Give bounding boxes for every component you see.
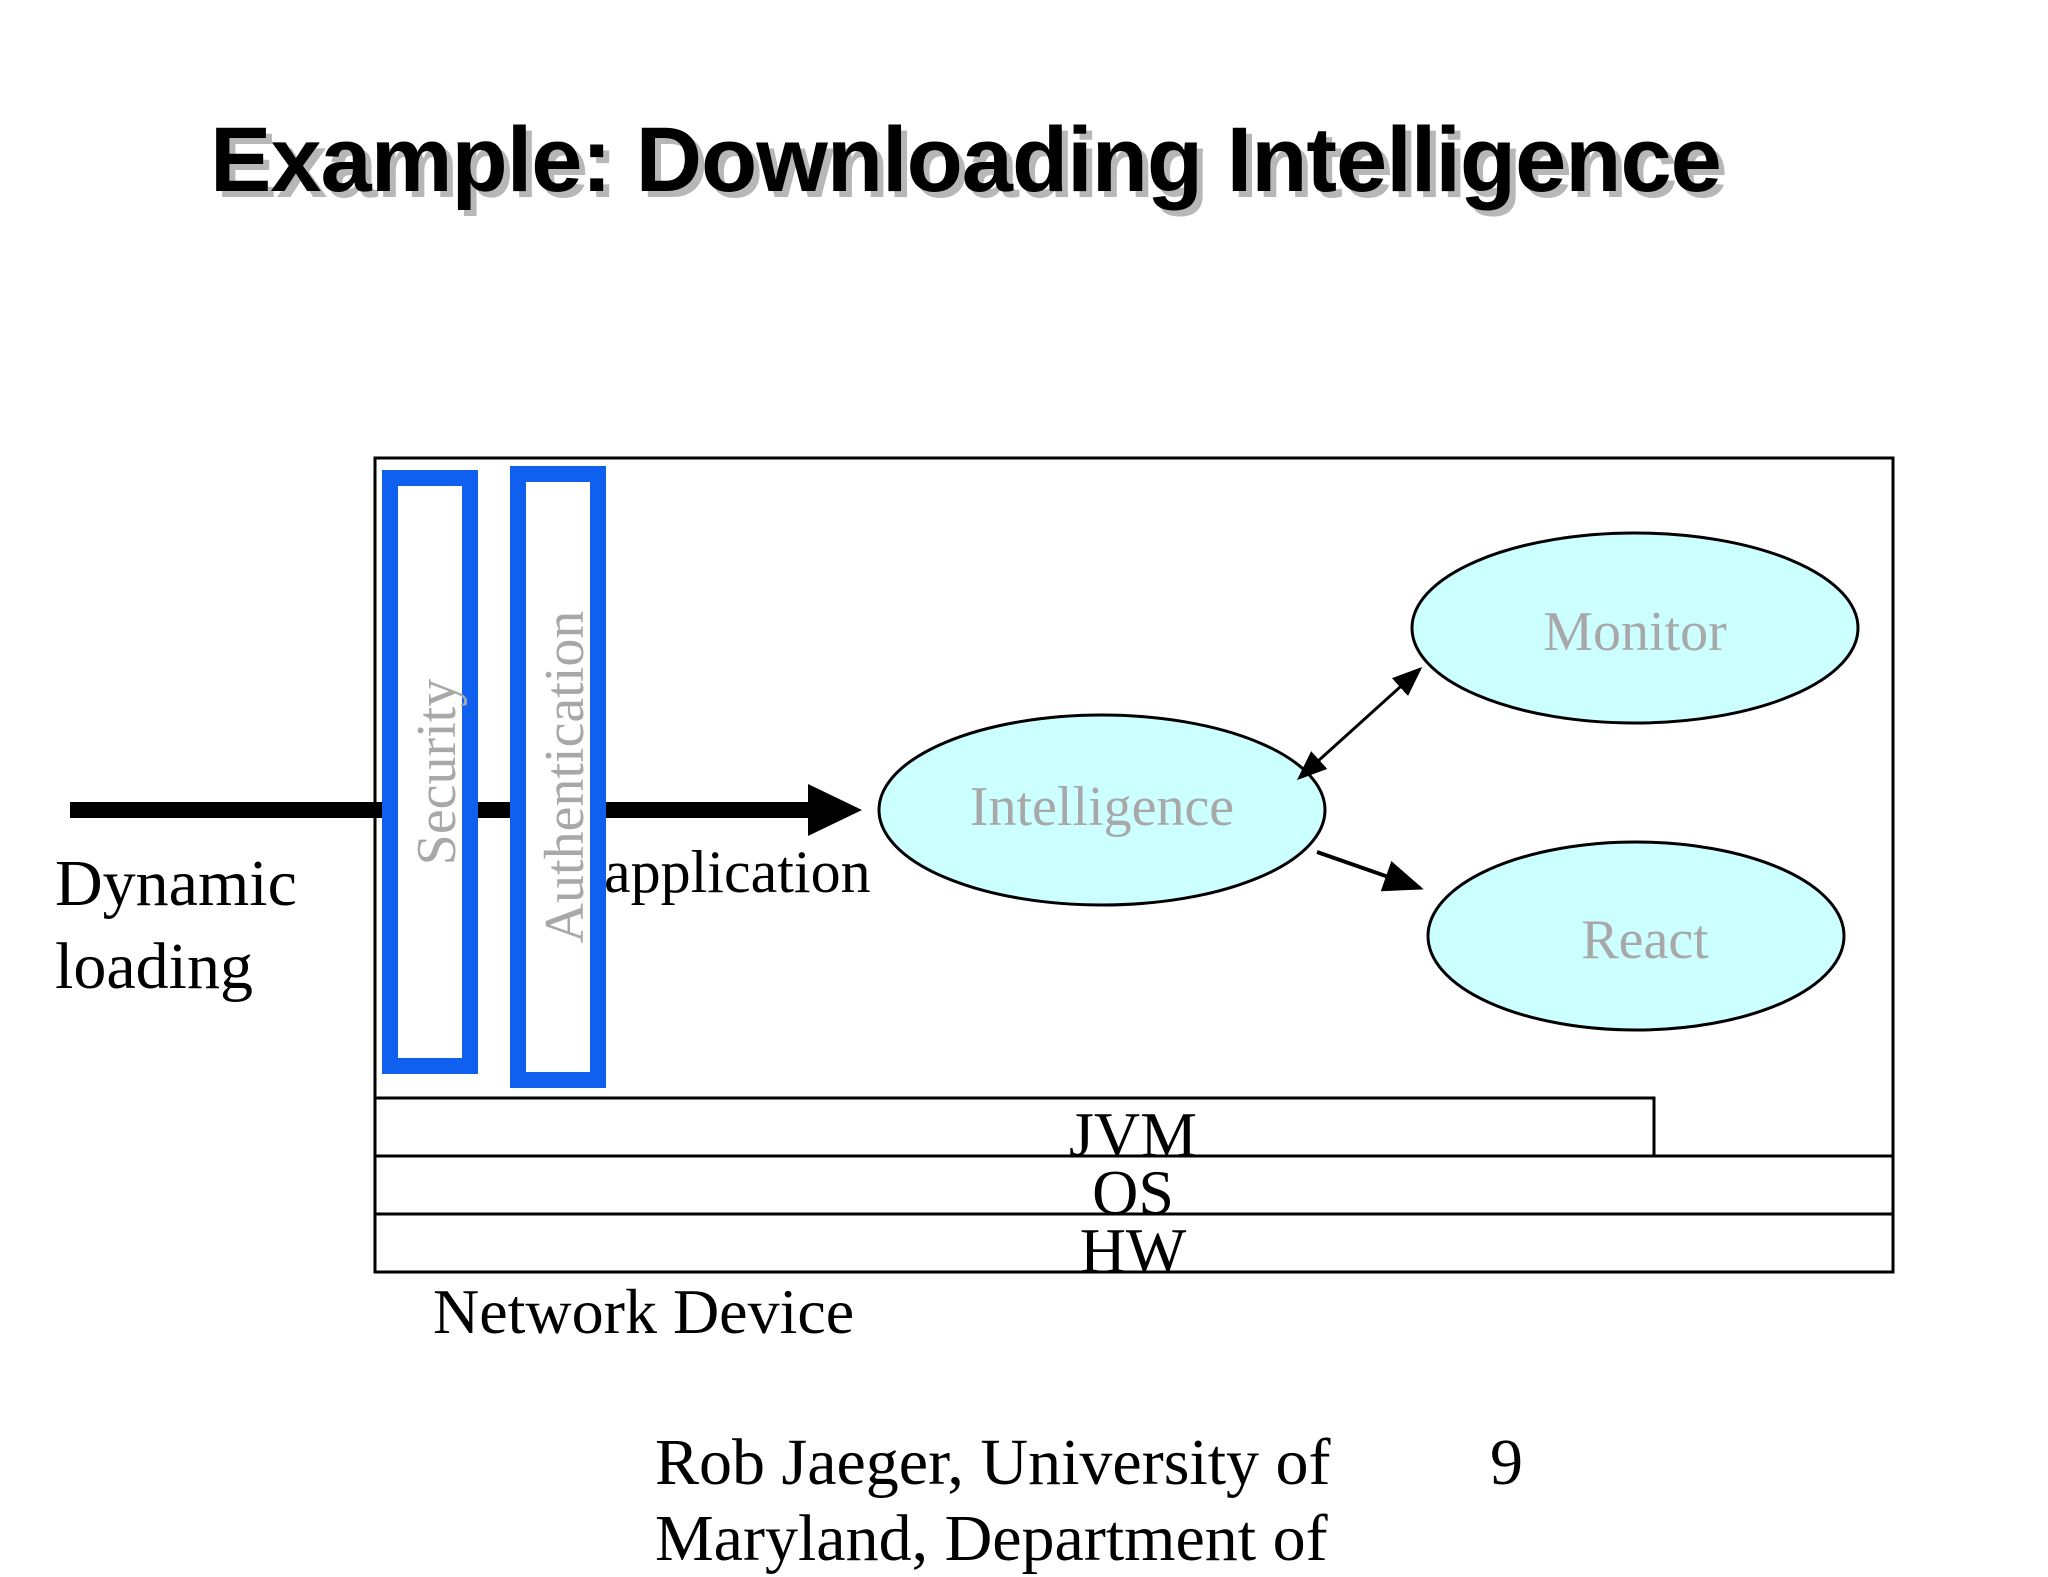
hw-label: HW bbox=[1080, 1215, 1187, 1286]
os-layer bbox=[373, 1154, 1895, 1216]
network-device-label: Network Device bbox=[433, 1276, 854, 1347]
intelligence-react-arrow bbox=[1316, 850, 1424, 892]
page-number: 9 bbox=[1490, 1426, 1523, 1499]
footer-author: Rob Jaeger, University of Maryland, Depa… bbox=[655, 1426, 1331, 1575]
security-filter bbox=[382, 470, 478, 1074]
react-node bbox=[1426, 840, 1846, 1032]
monitor-node bbox=[1410, 531, 1860, 725]
dynamic-loading-label-line1: Dynamic bbox=[55, 847, 297, 920]
authentication-label: Authentication bbox=[534, 611, 596, 944]
security-label: Security bbox=[406, 679, 468, 866]
jvm-label: JVM bbox=[1069, 1099, 1197, 1170]
hw-layer bbox=[373, 1212, 1895, 1274]
react-label: React bbox=[1581, 909, 1709, 971]
intelligence-node bbox=[877, 713, 1327, 907]
authentication-filter bbox=[510, 466, 606, 1088]
os-label: OS bbox=[1092, 1157, 1174, 1228]
dynamic-loading-label-line2: loading bbox=[55, 930, 253, 1003]
intelligence-monitor-arrow bbox=[1296, 666, 1423, 781]
dynamic-loading-arrowhead bbox=[808, 784, 862, 836]
application-label: application bbox=[604, 839, 871, 905]
diagram: JVM OS HW Security Authentication applic… bbox=[55, 456, 1895, 1347]
jvm-layer bbox=[373, 1096, 1656, 1158]
slide-title: Example: Downloading Intelligence bbox=[210, 109, 1722, 211]
intelligence-label: Intelligence bbox=[970, 776, 1234, 838]
monitor-label: Monitor bbox=[1543, 601, 1727, 663]
